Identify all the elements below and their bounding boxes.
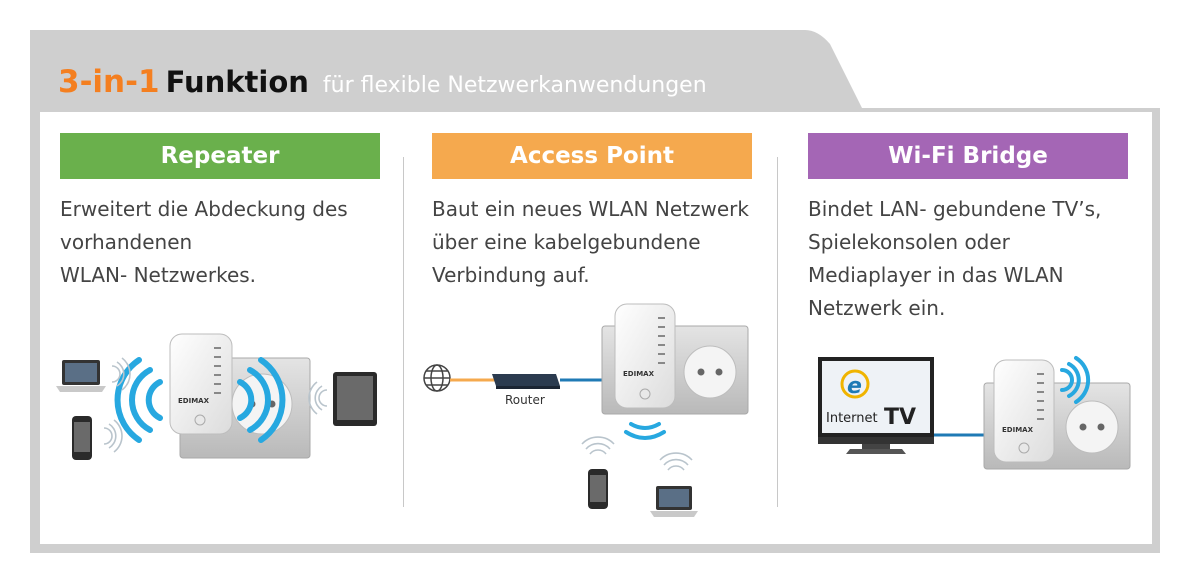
svg-text:e: e bbox=[847, 374, 862, 399]
title-3in1: 3-in-1 bbox=[58, 64, 160, 100]
panel-wifi-bridge: Wi-Fi Bridge Bindet LAN- gebundene TV’s,… bbox=[808, 133, 1128, 325]
desc-line: Baut ein neues WLAN Netzwerk bbox=[432, 197, 749, 221]
brand-label: EDIMAX bbox=[1002, 426, 1034, 434]
desc-line: Erweitert die Abdeckung des bbox=[60, 197, 348, 221]
column-divider bbox=[403, 157, 404, 507]
signal-icon bbox=[581, 436, 615, 455]
wifi-bridge-description: Bindet LAN- gebundene TV’s, Spielekonsol… bbox=[808, 193, 1128, 325]
laptop-icon bbox=[56, 360, 106, 392]
access-point-illustration: Router EDIMAX bbox=[423, 303, 749, 517]
desc-line: vorhandenen bbox=[60, 230, 193, 254]
repeater-illustration: EDIMAX bbox=[56, 333, 377, 460]
access-point-badge: Access Point bbox=[432, 133, 752, 179]
signal-icon bbox=[659, 452, 693, 471]
router-icon bbox=[492, 374, 560, 389]
phone-icon bbox=[72, 416, 92, 460]
brand-label: EDIMAX bbox=[178, 397, 210, 405]
access-point-description: Baut ein neues WLAN Netzwerk über eine k… bbox=[432, 193, 752, 292]
signal-icon bbox=[103, 419, 123, 453]
desc-line: Netzwerk ein. bbox=[808, 296, 946, 320]
laptop-icon bbox=[650, 486, 698, 517]
title-subtitle: für flexible Netzwerkanwendungen bbox=[322, 73, 707, 98]
tablet-icon bbox=[333, 372, 377, 426]
brand-label: EDIMAX bbox=[623, 370, 655, 378]
tv-icon: e Internet TV bbox=[818, 357, 934, 454]
wifi-waves-icon bbox=[1060, 356, 1091, 404]
access-point-device-icon: EDIMAX bbox=[614, 303, 676, 409]
internet-explorer-icon: e bbox=[840, 369, 870, 399]
tv-text-tv: TV bbox=[884, 405, 916, 430]
tv-text-internet: Internet bbox=[826, 411, 878, 426]
title-funktion: Funktion bbox=[165, 65, 309, 99]
column-divider bbox=[777, 157, 778, 507]
router-label: Router bbox=[505, 393, 545, 407]
desc-line: über eine kabelgebundene bbox=[432, 230, 701, 254]
repeater-description: Erweitert die Abdeckung des vorhandenen … bbox=[60, 193, 380, 292]
repeater-badge: Repeater bbox=[60, 133, 380, 179]
phone-icon bbox=[588, 469, 608, 509]
panel-access-point: Access Point Baut ein neues WLAN Netzwer… bbox=[432, 133, 752, 292]
globe-icon bbox=[423, 364, 451, 392]
wifi-waves-icon bbox=[624, 422, 666, 440]
wifi-bridge-badge: Wi-Fi Bridge bbox=[808, 133, 1128, 179]
desc-line: Bindet LAN- gebundene TV’s, bbox=[808, 197, 1102, 221]
bridge-device-icon: EDIMAX bbox=[993, 359, 1055, 463]
signal-icon bbox=[308, 381, 328, 415]
desc-line: Spielekonsolen oder bbox=[808, 230, 1010, 254]
desc-line: WLAN- Netzwerkes. bbox=[60, 263, 257, 287]
desc-line: Mediaplayer in das WLAN bbox=[808, 263, 1064, 287]
repeater-device-icon: EDIMAX bbox=[169, 333, 233, 435]
panel-repeater: Repeater Erweitert die Abdeckung des vor… bbox=[60, 133, 380, 292]
desc-line: Verbindung auf. bbox=[432, 263, 590, 287]
wifi-bridge-illustration: e Internet TV EDIMAX bbox=[818, 356, 1131, 470]
signal-icon bbox=[111, 357, 131, 391]
